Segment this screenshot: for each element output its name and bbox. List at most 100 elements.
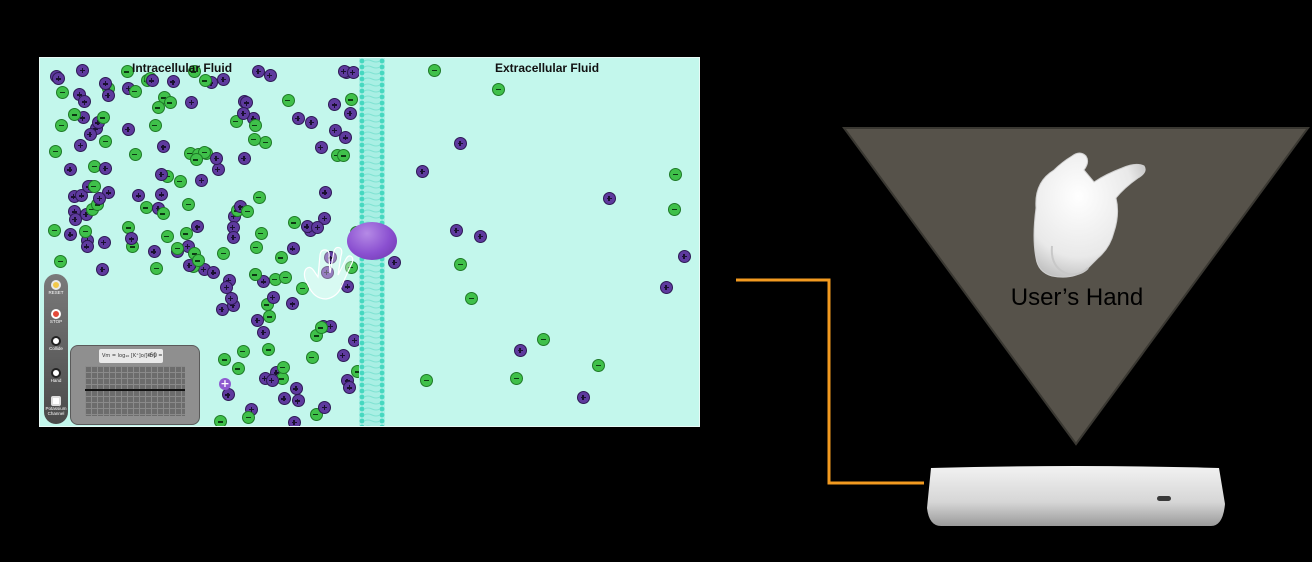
- potassium-ion-icon: [166, 75, 180, 89]
- radio-icon: [51, 336, 61, 346]
- simulation-toolbar: RESET STOP Collide Hand Potassium Channe…: [44, 274, 68, 424]
- chloride-ion-icon: [198, 74, 212, 88]
- potential-value: -60: [147, 352, 157, 359]
- potassium-ion-icon: [64, 228, 78, 242]
- chloride-ion-icon: [236, 344, 250, 358]
- chloride-ion-icon: [263, 310, 277, 324]
- potassium-ion-icon: [78, 95, 92, 109]
- radio-icon: [51, 368, 61, 378]
- chloride-ion-icon: [259, 135, 273, 149]
- potassium-ion-icon: [227, 230, 241, 244]
- chloride-ion-icon: [279, 270, 293, 284]
- potassium-ion-icon: [311, 220, 325, 234]
- membrane-simulation[interactable]: Intracellular Fluid Extracellular Fluid …: [39, 57, 700, 427]
- checkbox-icon: [51, 396, 61, 406]
- potassium-ion-icon: [252, 65, 266, 79]
- chloride-ion-icon: [669, 168, 682, 181]
- chloride-ion-icon: [248, 268, 262, 282]
- potassium-ion-icon: [237, 106, 251, 120]
- potassium-ion-icon: [185, 96, 199, 110]
- nernst-formula: Vm = log₁₀ [K⁺]o/[K⁺]i = -60: [99, 349, 163, 363]
- potassium-ion-icon: [251, 314, 265, 328]
- chloride-ion-icon: [510, 372, 523, 385]
- potassium-ion-icon: [74, 138, 88, 152]
- potassium-ion-icon: [343, 381, 357, 395]
- potassium-ion-icon: [266, 290, 280, 304]
- potassium-ion-icon: [157, 140, 171, 154]
- potassium-ion-icon: [324, 251, 338, 265]
- add-ion-icon[interactable]: +: [219, 377, 231, 390]
- leap-motion-device: [927, 466, 1225, 526]
- reset-button[interactable]: RESET: [44, 280, 68, 295]
- chloride-ion-icon: [218, 353, 232, 367]
- chloride-ion-icon: [214, 415, 228, 426]
- chloride-ion-icon: [344, 93, 358, 107]
- chloride-ion-icon: [262, 343, 276, 357]
- chloride-ion-icon: [79, 224, 93, 238]
- potassium-ion-icon: [328, 98, 342, 112]
- potassium-ion-icon: [289, 382, 303, 396]
- chloride-ion-icon: [179, 227, 193, 241]
- potassium-ion-icon: [305, 115, 319, 129]
- potassium-ion-icon: [263, 68, 277, 82]
- chloride-ion-icon: [120, 65, 134, 79]
- chloride-ion-icon: [96, 111, 110, 125]
- chloride-ion-icon: [171, 241, 185, 255]
- potassium-ion-icon: [155, 188, 169, 202]
- potassium-ion-icon: [155, 168, 169, 181]
- potassium-ion-icon: [416, 165, 429, 178]
- potassium-ion-icon: [288, 415, 302, 426]
- membrane-potential-meter: Vm = log₁₀ [K⁺]o/[K⁺]i = -60: [70, 345, 200, 425]
- user-hand-icon: [1033, 152, 1146, 278]
- potassium-ion-icon: [210, 152, 224, 166]
- stop-button[interactable]: STOP: [44, 309, 68, 324]
- chloride-ion-icon: [55, 118, 69, 132]
- chloride-ion-icon: [668, 203, 681, 216]
- hand-radio[interactable]: Hand: [44, 368, 68, 383]
- potassium-ion-icon: [215, 302, 229, 316]
- chloride-ion-icon: [254, 226, 268, 240]
- potassium-ion-icon: [291, 394, 305, 408]
- hand-label: Hand: [50, 378, 62, 383]
- potassium-ion-icon: [63, 163, 77, 177]
- hand-cursor-icon: [303, 246, 354, 300]
- chloride-ion-icon: [139, 201, 153, 215]
- potassium-ion-icon: [286, 242, 300, 256]
- chloride-ion-icon: [87, 179, 101, 193]
- chloride-ion-icon: [420, 374, 433, 387]
- chloride-ion-icon: [189, 153, 203, 167]
- potassium-ion-icon: [145, 74, 159, 88]
- chloride-ion-icon: [99, 135, 113, 149]
- chloride-ion-icon: [248, 118, 262, 132]
- chloride-ion-icon: [156, 207, 170, 221]
- potassium-ion-icon: [147, 245, 161, 259]
- collide-radio[interactable]: Collide: [44, 336, 68, 351]
- chloride-ion-icon: [182, 197, 196, 211]
- potential-trace: [85, 389, 185, 391]
- potassium-ion-icon: [660, 281, 673, 294]
- potassium-ion-icon: [132, 189, 146, 203]
- chloride-ion-icon: [54, 254, 68, 268]
- reset-label: RESET: [48, 290, 64, 295]
- potassium-ion-icon: [336, 348, 350, 362]
- chloride-ion-icon: [287, 216, 301, 230]
- collide-label: Collide: [49, 346, 63, 351]
- chloride-ion-icon: [187, 65, 201, 79]
- chloride-ion-icon: [296, 282, 310, 296]
- potassium-ion-icon: [76, 64, 90, 78]
- potassium-ion-icon: [121, 123, 135, 137]
- potassium-ion-icon: [318, 400, 332, 414]
- potassium-ion-icon: [328, 123, 342, 137]
- potassium-channel[interactable]: [347, 222, 397, 260]
- chloride-ion-icon: [56, 85, 70, 99]
- potassium-ion-icon: [101, 89, 115, 103]
- potassium-ion-icon: [226, 220, 240, 234]
- potassium-channel-label: Potassium Channel: [45, 406, 67, 416]
- potassium-ion-icon: [678, 250, 691, 263]
- chloride-ion-icon: [428, 64, 441, 77]
- potassium-ion-icon: [318, 211, 332, 225]
- chloride-ion-icon: [128, 84, 142, 98]
- chloride-ion-icon: [314, 321, 328, 335]
- potassium-channel-checkbox[interactable]: Potassium Channel: [44, 396, 68, 416]
